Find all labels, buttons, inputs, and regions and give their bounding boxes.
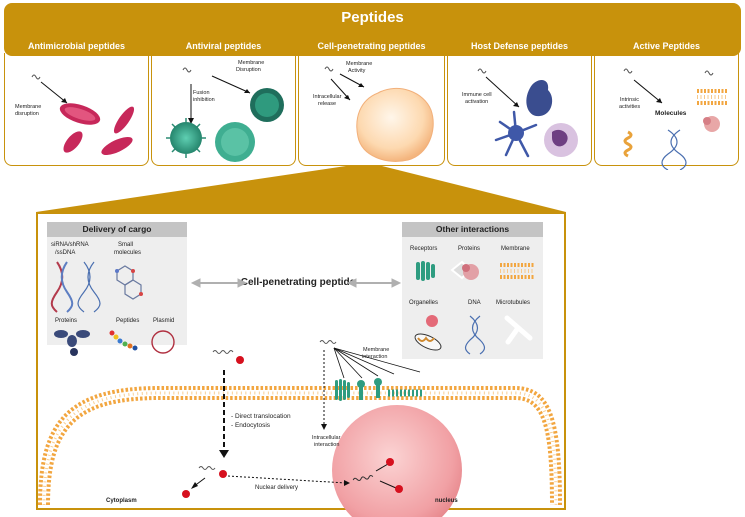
- annotation-intrinsic: Intrinsic: [620, 97, 639, 103]
- category-box-host-defense: [447, 53, 592, 166]
- peptide-squiggle-icon: [704, 70, 714, 76]
- cargo-label-small: Small: [118, 242, 134, 248]
- cargo-label-proteins: Proteins: [55, 318, 78, 324]
- annotation-activities: activities: [619, 104, 641, 110]
- category-label-host-defense: Host Defense peptides: [470, 41, 569, 51]
- annotation-membrane: Membrane: [15, 104, 42, 110]
- cargo-label-molecules: molecules: [114, 250, 142, 256]
- annotation-membrane: Membrane: [238, 60, 265, 66]
- cell-icon: [356, 88, 434, 162]
- dna-icon: [661, 129, 678, 170]
- interactions-panel-header: [402, 222, 543, 237]
- interactions-panel: [402, 222, 543, 359]
- membrane-interaction-label: Membrane: [363, 347, 390, 353]
- top-illustrations: [31, 66, 727, 170]
- cytoplasm-label: Cytoplasm: [106, 498, 137, 504]
- membrane-interaction-label-2: interaction: [362, 354, 388, 360]
- immune-cell-icon: [526, 80, 553, 117]
- category-box-active: [594, 53, 739, 166]
- annotation-activation: activation: [465, 99, 489, 105]
- interactions-panel-title: Other interactions: [435, 224, 510, 234]
- cargo-panel-title: Delivery of cargo: [82, 224, 152, 234]
- page-title: Peptides: [341, 9, 404, 26]
- intracellular-interaction-label: Intracellular: [312, 435, 341, 441]
- translocation-label: - Direct translocation: [231, 413, 291, 420]
- cargo-panel: [47, 222, 187, 345]
- membrane-icon: [697, 89, 727, 105]
- cargo-label-ssdna: /ssDNA: [55, 250, 76, 256]
- category-label-antiviral: Antiviral peptides: [185, 41, 262, 51]
- annotation-intracellular: Intracellular: [313, 94, 342, 100]
- category-box-antiviral: [151, 53, 296, 166]
- nucleus-label: nucleus: [435, 498, 458, 504]
- nuclear-delivery-label: Nuclear delivery: [255, 485, 299, 491]
- annotation-inhibition: inhibition: [193, 97, 215, 103]
- bacterium-icon: [101, 136, 133, 156]
- category-label-active: Active Peptides: [632, 41, 701, 51]
- peptide-squiggle-icon: [324, 66, 334, 72]
- interaction-label-membrane: Membrane: [501, 246, 530, 252]
- cargo-label-sirna: siRNA/shRNA: [51, 242, 89, 248]
- interaction-label-proteins: Proteins: [458, 246, 481, 252]
- cargo-label-plasmid: Plasmid: [153, 318, 175, 324]
- annotation-disruption: disruption: [15, 111, 39, 117]
- cargo-panel-header: [47, 222, 187, 237]
- annotation-activity: Activity: [348, 68, 366, 74]
- peptide-squiggle-icon: [31, 74, 41, 80]
- category-box-antimicrobial: [4, 53, 149, 166]
- annotation-membrane: Membrane: [346, 61, 373, 67]
- interaction-label-receptors: Receptors: [410, 246, 438, 252]
- peptide-squiggle-icon: [477, 68, 487, 74]
- annotation-fusion: Fusion: [193, 90, 210, 96]
- annotation-immune-cell: Immune cell: [462, 92, 492, 98]
- category-label-antimicrobial: Antimicrobial peptides: [27, 41, 125, 51]
- annotation-release: release: [318, 101, 337, 107]
- interaction-label-organelles: Organelles: [409, 300, 439, 306]
- endocytosis-label: - Endocytosis: [231, 422, 271, 429]
- helix-icon: [623, 130, 633, 158]
- cargo-label-peptides: Peptides: [116, 318, 140, 324]
- bacterium-icon: [113, 106, 135, 134]
- annotation-disruption: Disruption: [236, 67, 261, 73]
- bacterium-icon: [63, 131, 83, 153]
- category-label-cell-penetrating: Cell-penetrating peptides: [317, 41, 426, 51]
- peptide-squiggle-icon: [182, 67, 192, 73]
- intracellular-interaction-label-2: interaction: [314, 442, 340, 448]
- interaction-label-microtubules: Microtubules: [496, 300, 531, 306]
- header-bar: [4, 3, 741, 56]
- category-box-cell-penetrating: [298, 53, 445, 166]
- virus-icon: [170, 122, 202, 154]
- annotation-molecules: Molecules: [655, 110, 687, 117]
- peptide-squiggle-icon: [623, 68, 633, 74]
- interaction-label-dna: DNA: [468, 300, 481, 306]
- cpp-center-label: Cell-penetrating peptide: [240, 277, 356, 288]
